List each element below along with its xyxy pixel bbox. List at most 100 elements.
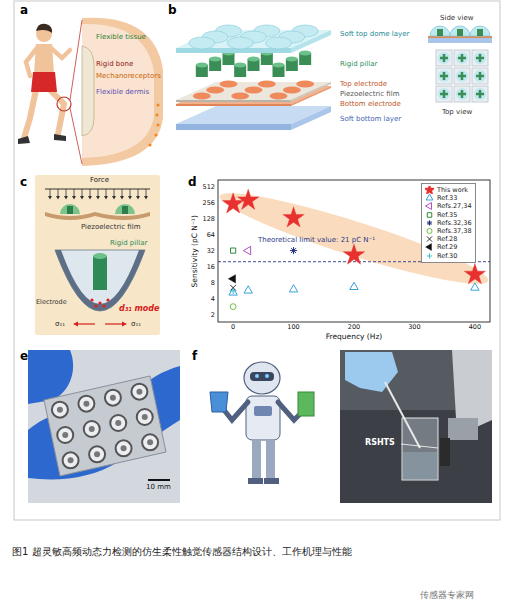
legend-marker xyxy=(427,212,432,217)
cell xyxy=(472,68,488,84)
data-point xyxy=(244,286,252,293)
runner xyxy=(18,20,82,164)
part-label: Mechanoreceptors xyxy=(96,72,161,80)
axis-title: Frequency (Hz) xyxy=(326,333,383,342)
illustration-part xyxy=(98,301,101,304)
force-arrow xyxy=(106,189,107,196)
tick-label: 256 xyxy=(203,200,215,207)
illustration-part xyxy=(90,298,93,301)
force-arrow xyxy=(82,189,83,196)
illustration-part xyxy=(450,26,470,36)
tick-label: 100 xyxy=(287,324,299,331)
layer-label: Rigid pillar xyxy=(340,60,377,68)
illustration-part xyxy=(440,438,450,466)
illustration-part xyxy=(224,402,248,420)
cell-pillar xyxy=(458,72,466,80)
top-view xyxy=(436,50,488,102)
legend-item: Refs.27,34 xyxy=(425,202,472,210)
illustration-part xyxy=(44,376,166,476)
data-series xyxy=(229,282,479,295)
bottom-layer-front xyxy=(176,124,291,130)
top-electrode-patch xyxy=(193,93,211,100)
glove-photo-panel: 10 mm xyxy=(28,350,180,503)
force-arrow xyxy=(138,189,139,196)
legend-text: Ref.29 xyxy=(437,243,457,251)
sensor-core xyxy=(110,395,116,401)
mechanism-label: Rigid pillar xyxy=(110,239,147,247)
illustration-part xyxy=(470,26,490,36)
cell-pillar xyxy=(440,72,448,80)
force-arrow xyxy=(66,189,67,196)
tick-label: 4 xyxy=(211,296,215,303)
cell-dome xyxy=(438,88,450,100)
force-arrow-head xyxy=(136,196,140,200)
illustration-part xyxy=(82,24,154,158)
cell-pillar xyxy=(458,90,466,98)
sensor-unit xyxy=(142,434,158,450)
force-arrow xyxy=(130,189,131,196)
leg-cross-section xyxy=(82,18,163,166)
data-point xyxy=(238,189,259,209)
highlight-band xyxy=(215,180,494,297)
force-arrow xyxy=(122,189,123,196)
legend-marker xyxy=(427,220,432,225)
illustration-part xyxy=(57,97,71,111)
part-label: Flexible dermis xyxy=(96,88,149,96)
illustration-part xyxy=(244,362,280,394)
illustration-part xyxy=(54,134,66,141)
sensor-core xyxy=(83,401,89,407)
illustration-part xyxy=(430,26,450,36)
force-arrow xyxy=(98,189,99,196)
mechanism-label: Electrode xyxy=(36,299,67,306)
sensor-unit xyxy=(63,452,79,468)
illustration-part xyxy=(122,322,127,327)
cell-dome xyxy=(474,70,486,82)
mechanism-label: Piezoelectric film xyxy=(81,223,141,231)
part-label: Rigid bone xyxy=(96,60,133,68)
figure-caption: 图1 超灵敏高频动态力检测的仿生柔性触觉传感器结构设计、工作机理与性能 xyxy=(12,546,352,558)
illustration-part xyxy=(154,133,157,136)
cell-pillar xyxy=(458,54,466,62)
tick-label: 300 xyxy=(408,324,420,331)
sensor-core xyxy=(94,451,100,457)
gripper-photo xyxy=(340,350,492,503)
legend-marker xyxy=(427,228,432,233)
legend-text: Ref.35 xyxy=(437,211,457,219)
illustration-part xyxy=(55,250,145,311)
view-label: Top view xyxy=(442,108,472,116)
legend-marker xyxy=(427,237,432,242)
top-electrode-patch xyxy=(296,81,314,88)
tick-label: 128 xyxy=(203,216,215,223)
cell xyxy=(472,50,488,66)
top-electrode-patch xyxy=(258,81,276,88)
plot-frame xyxy=(218,180,490,322)
data-series xyxy=(230,304,236,310)
data-series xyxy=(230,288,236,294)
legend-item: Ref.29 xyxy=(425,243,472,251)
cell-dome xyxy=(456,70,468,82)
illustration-part xyxy=(246,396,280,440)
illustration-part xyxy=(428,38,492,43)
cell xyxy=(454,86,470,102)
photo-label: 10 mm xyxy=(146,483,171,491)
sensor-core xyxy=(121,445,127,451)
force-arrow-head xyxy=(120,196,124,200)
sensor-core xyxy=(62,432,68,438)
illustration-part xyxy=(18,136,30,144)
part-label: Flexible tissue xyxy=(96,33,146,41)
illustration-part xyxy=(255,374,259,378)
legend-text: Ref.28 xyxy=(437,235,457,243)
illustration-part xyxy=(248,478,263,484)
cell-pillar xyxy=(440,54,448,62)
force-arrow-head xyxy=(112,196,116,200)
sensor-unit xyxy=(84,421,100,437)
cell xyxy=(436,86,452,102)
illustration-part xyxy=(155,113,158,116)
panel-letter: d xyxy=(188,176,197,190)
illustration-part xyxy=(254,406,272,416)
force-arrow-head xyxy=(72,196,76,200)
illustration-part xyxy=(148,479,170,481)
gripper-photo-panel: RSHTS xyxy=(340,350,492,503)
force-arrow-head xyxy=(96,196,100,200)
mechanism-label: σ₁₁ xyxy=(55,320,65,328)
